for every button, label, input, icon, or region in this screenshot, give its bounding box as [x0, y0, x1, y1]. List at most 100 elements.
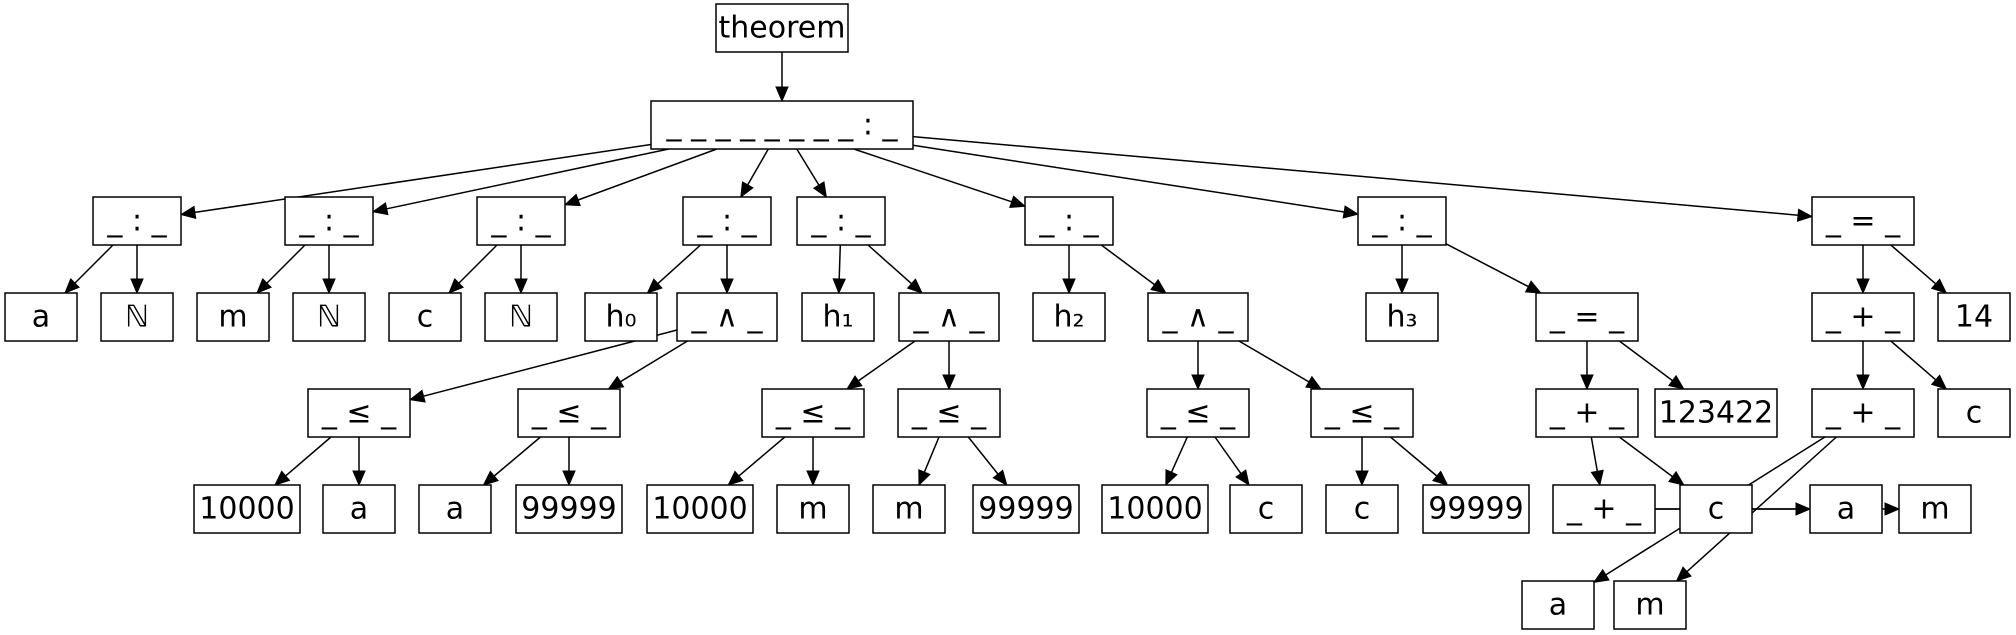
node-label: a	[1837, 492, 1855, 527]
node-label: 10000	[199, 492, 294, 527]
node-box	[1811, 196, 1915, 246]
tree-node: _ : _	[796, 196, 886, 246]
edge-line	[857, 340, 916, 382]
arrowhead-icon	[1150, 278, 1167, 294]
tree-edge	[806, 437, 820, 487]
node-box	[682, 196, 772, 246]
arrowhead-icon	[64, 278, 80, 294]
arrowhead-icon	[1395, 278, 1409, 295]
tree-node: _ _ _ _ _ _ _ _ : _	[650, 100, 914, 150]
node-box	[1937, 388, 2011, 438]
node-label: 123422	[1659, 396, 1774, 431]
tree-edge	[845, 340, 916, 390]
tree-node: ℕ	[484, 292, 558, 342]
tree-edge	[1675, 436, 1837, 582]
tree-node: m	[776, 484, 850, 534]
tree-node: _ ∧ _	[1147, 292, 1249, 342]
arrowhead-icon	[1342, 205, 1360, 219]
tree-edge	[918, 436, 940, 487]
arrowhead-icon	[812, 181, 827, 199]
node-label: a	[446, 492, 464, 527]
tree-edge	[867, 244, 923, 294]
node-label: _ = _	[1549, 300, 1625, 335]
arrowhead-icon	[775, 86, 789, 103]
edge-line	[1170, 436, 1188, 473]
arrowhead-icon	[1590, 469, 1604, 487]
tree-edge	[720, 245, 734, 295]
tree-edge	[1395, 245, 1409, 295]
edge-line	[1686, 436, 1837, 573]
node-label: a	[350, 492, 368, 527]
tree-node: _ + _	[1811, 388, 1915, 438]
tree-node: m	[1613, 580, 1687, 630]
tree-node: _ ∧ _	[676, 292, 778, 342]
tree-edge	[775, 52, 789, 103]
arrowhead-icon	[832, 278, 846, 295]
arrowhead-icon	[1930, 374, 1948, 390]
node-box	[1811, 292, 1915, 342]
edge-line	[1618, 436, 1673, 478]
tree-edge	[832, 244, 846, 295]
node-label: _ : _	[1371, 204, 1432, 239]
node-label: _ ≤ _	[321, 396, 397, 431]
tree-edge	[1856, 341, 1870, 391]
tree-node: _ : _	[476, 196, 566, 246]
node-box	[4, 292, 78, 342]
tree-node: m	[1898, 484, 1972, 534]
node-label: _ : _	[106, 204, 167, 239]
tree-edge	[352, 437, 366, 487]
node-box	[196, 292, 270, 342]
tree-node: a	[418, 484, 492, 534]
tree-node: _ ≤ _	[517, 388, 621, 438]
edge-line	[458, 244, 498, 284]
arrowhead-icon	[371, 202, 389, 216]
node-box	[1535, 388, 1639, 438]
tree-edge	[1390, 436, 1449, 486]
edge-line	[853, 148, 1012, 203]
tree-node: c	[1325, 484, 1399, 534]
tree-edge	[1165, 436, 1188, 487]
tree-edge	[64, 244, 114, 294]
node-label: _ : _	[298, 204, 359, 239]
node-label: 99999	[978, 492, 1073, 527]
tree-node: _ : _	[1357, 196, 1447, 246]
node-box	[897, 388, 1001, 438]
node-box	[1147, 292, 1249, 342]
node-box	[515, 484, 623, 534]
arrowhead-icon	[1668, 470, 1685, 486]
edge-line	[577, 148, 718, 201]
tree-node: 14	[1937, 292, 2011, 342]
arrowhead-icon	[1796, 208, 1814, 222]
node-label: 99999	[521, 492, 616, 527]
edge-line	[1445, 243, 1529, 288]
tree-node: c	[1679, 484, 1753, 534]
node-label: m	[218, 300, 247, 335]
node-label: a	[32, 300, 50, 335]
edge-line	[620, 340, 688, 383]
node-box	[92, 196, 182, 246]
tree-node: _ : _	[284, 196, 374, 246]
node-label: h₁	[822, 300, 853, 335]
arrowhead-icon	[1165, 469, 1178, 487]
node-label: c	[1354, 492, 1371, 527]
tree-node: 10000	[1101, 484, 1209, 534]
node-box	[761, 388, 865, 438]
arrowhead-icon	[1355, 470, 1369, 487]
node-box	[1325, 484, 1399, 534]
arrowhead-icon	[448, 278, 464, 294]
tree-edge	[1191, 341, 1205, 391]
edge-line	[738, 436, 786, 477]
edge-line	[923, 436, 940, 473]
tree-node: _ = _	[1811, 196, 1915, 246]
node-label: _ + _	[1549, 396, 1625, 431]
tree-node: _ ≤ _	[1310, 388, 1414, 438]
node-box	[1654, 388, 1778, 438]
tree-edge	[1590, 436, 1604, 487]
tree-edge	[371, 148, 669, 216]
tree-node: 10000	[646, 484, 754, 534]
tree-edge	[912, 135, 1814, 222]
arrowhead-icon	[1930, 278, 1948, 294]
arrowhead-icon	[646, 278, 663, 294]
tree-edge	[482, 436, 541, 486]
tree-root-node: theorem	[715, 3, 849, 53]
